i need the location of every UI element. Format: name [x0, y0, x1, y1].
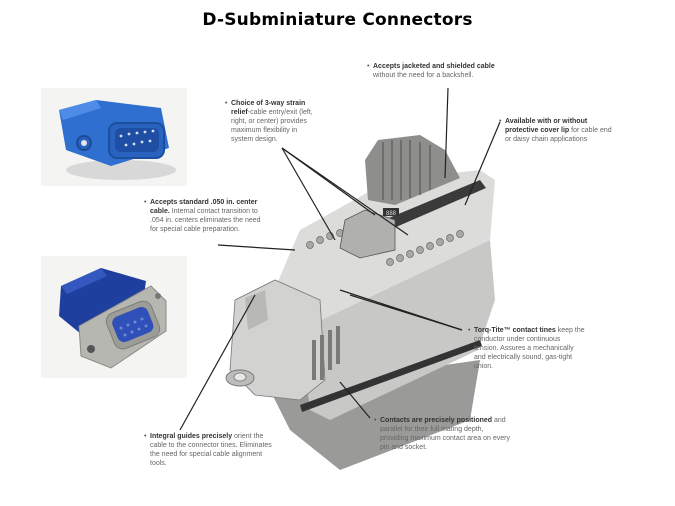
leader-contacts: [339, 381, 371, 419]
callout-contacts: •Contacts are precisely positioned and p…: [374, 417, 510, 451]
leader-strain-relief-3: [281, 147, 409, 236]
leader-standard-cable: [217, 244, 296, 251]
page-title: D-Subminiature Connectors: [202, 10, 473, 30]
leader-lines: [179, 87, 501, 431]
callout-standard-cable: •Accepts standard .050 in. center cable.…: [144, 199, 261, 233]
metal-shell-dsub-connector-photo: [41, 256, 187, 378]
leader-torq-tite-2: [349, 294, 463, 331]
callout-cover-lip: •Available with or without protective co…: [499, 118, 612, 143]
connector-body: 888: [225, 135, 495, 470]
leader-cover-lip: [464, 121, 501, 206]
callout-torq-tite: •Torq-Tite™ contact tines keep the condu…: [468, 327, 585, 370]
leader-jacketed-cable: [444, 87, 449, 179]
connector-illustration: [41, 88, 187, 186]
callout-strain-relief: •Choice of 3-way strain relief-cable ent…: [225, 100, 313, 143]
callout-integral-guides: •Integral guides precisely orient the ca…: [144, 433, 272, 467]
blue-plastic-dsub-connector-photo: [41, 88, 187, 186]
leader-integral-guides: [179, 294, 256, 431]
leader-strain-relief-1: [281, 147, 336, 241]
label-mark: 888: [386, 211, 397, 217]
callout-jacketed-cable: •Accepts jacketed and shielded cable wit…: [367, 63, 495, 79]
connector-illustration: [41, 256, 187, 378]
